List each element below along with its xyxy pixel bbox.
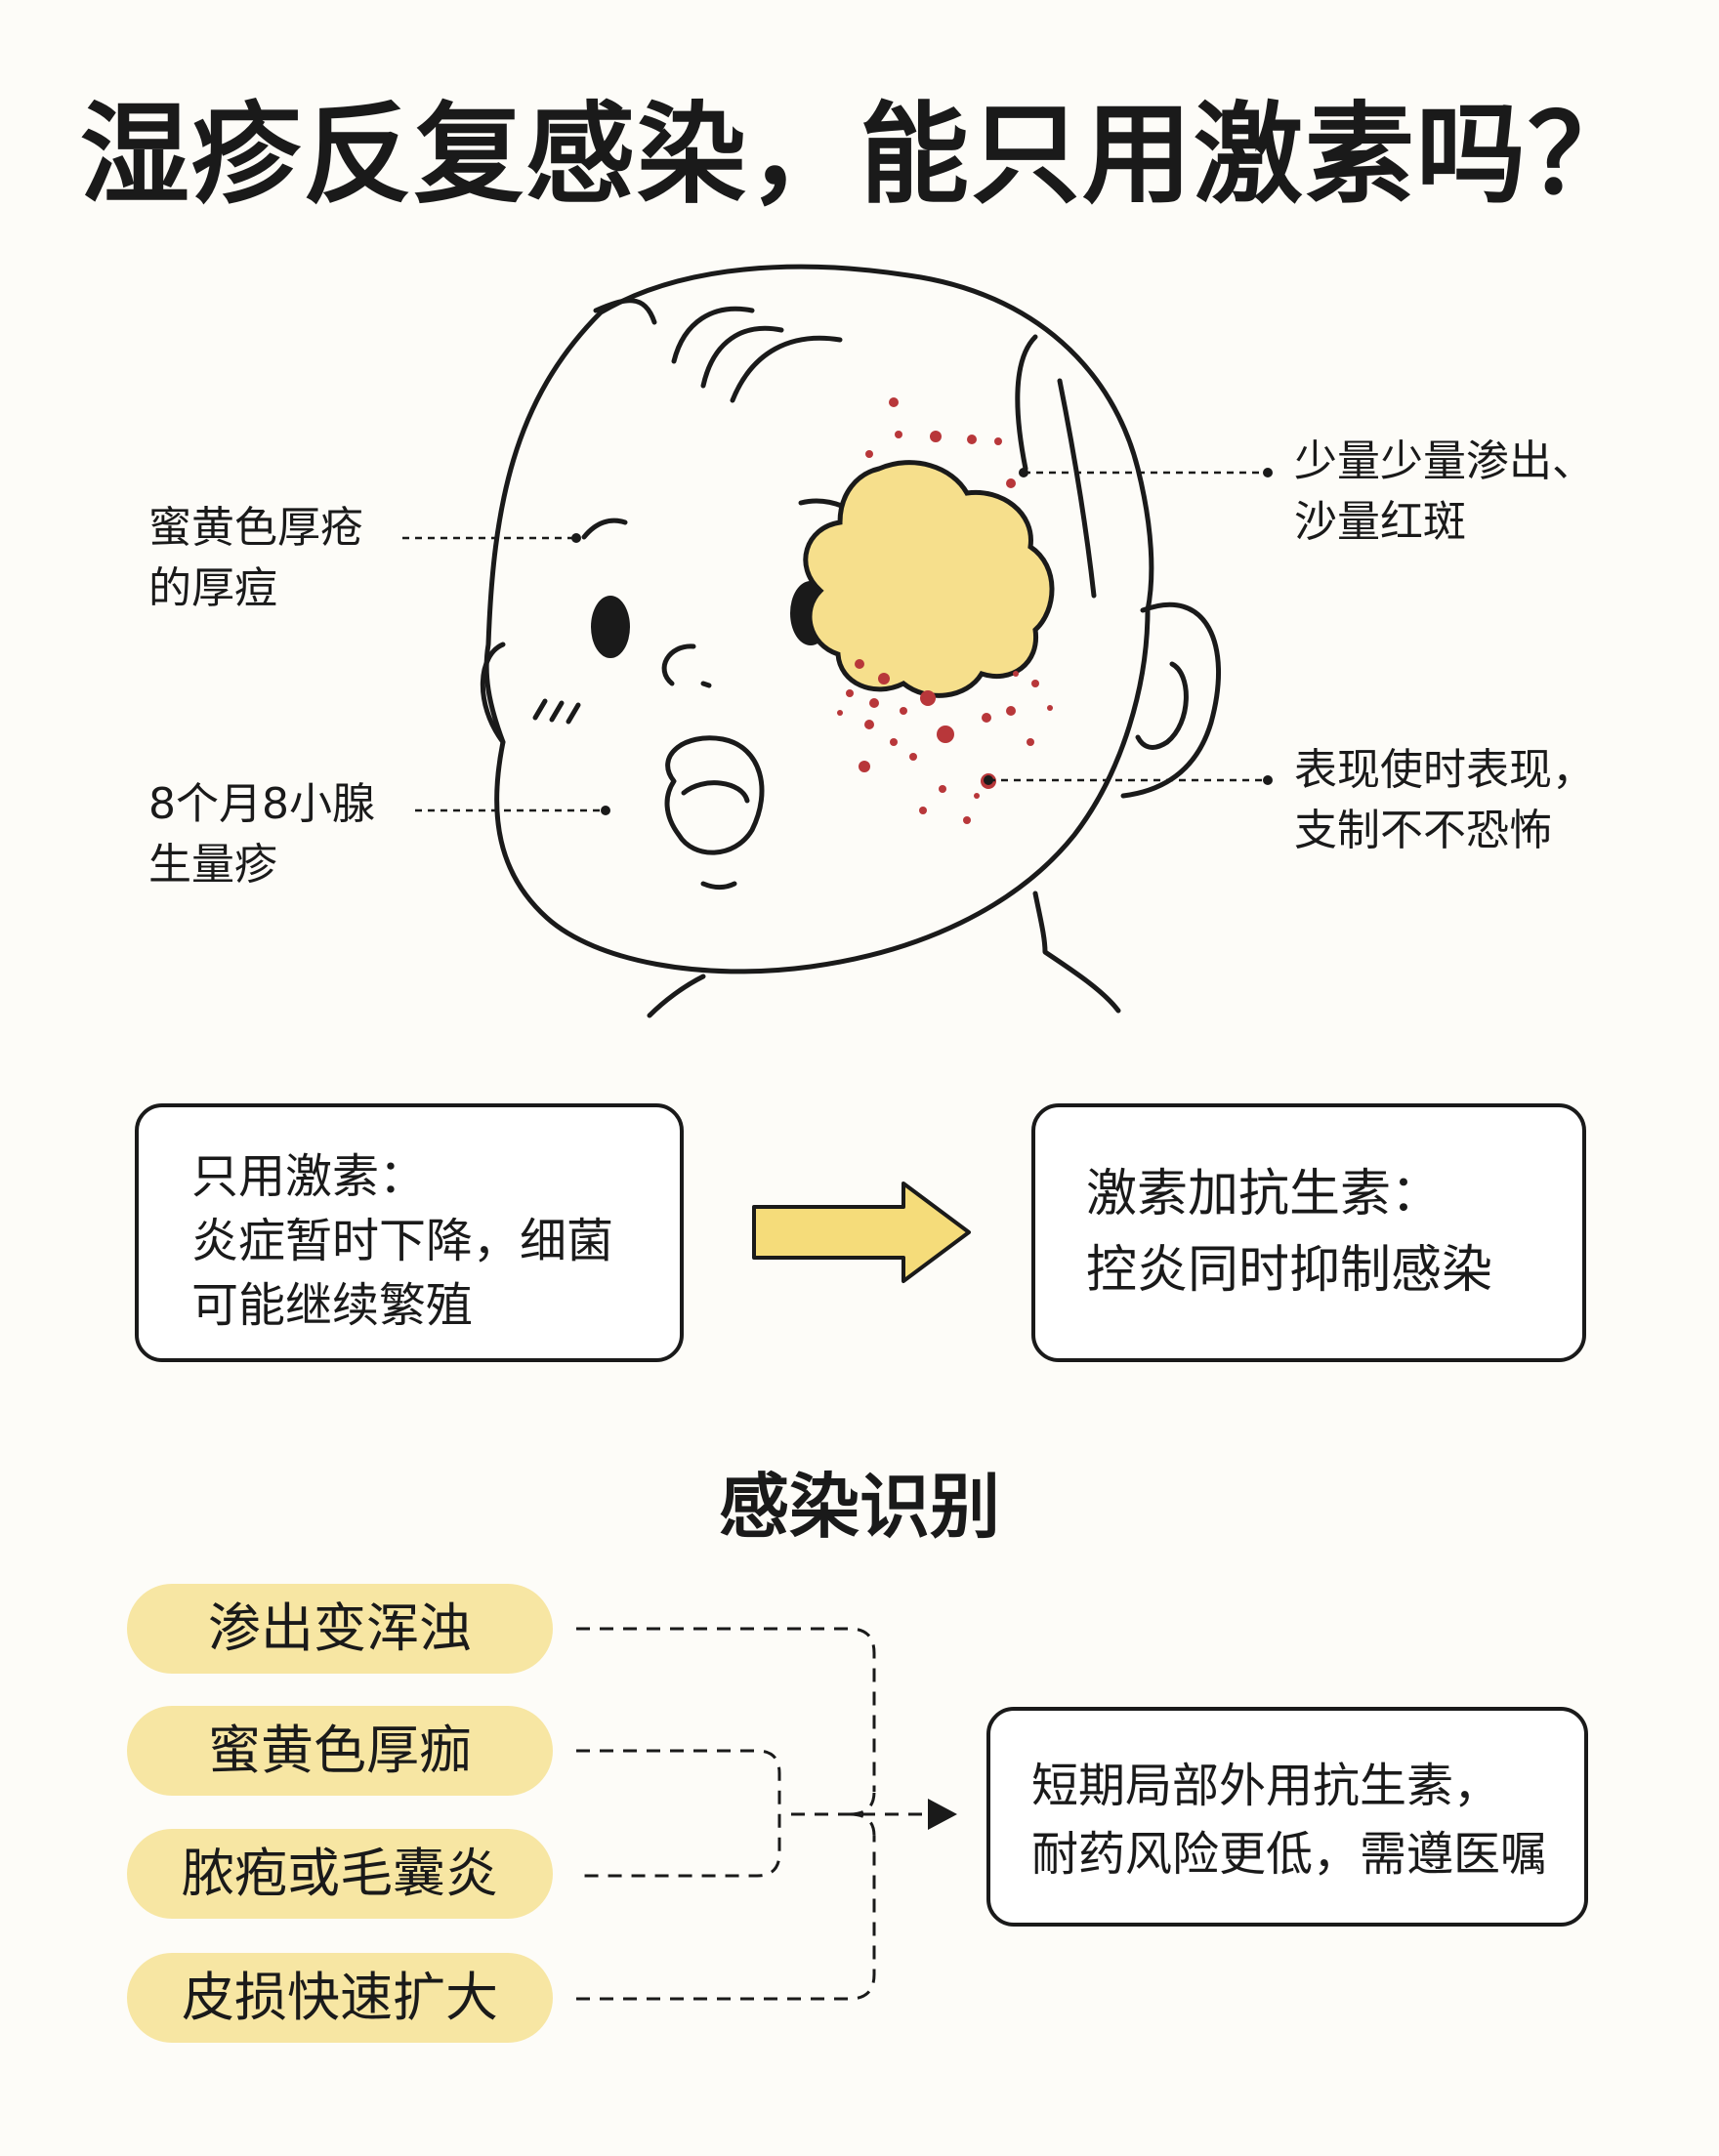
callout-right-top: 少量少量渗出、 沙量红斑 [1294,436,1595,547]
section-title: 感染识别 [718,1466,1000,1548]
neck-right [1032,891,1121,1014]
callout-leaders [402,471,1265,812]
blush-mark [549,700,565,723]
right-ear [1120,601,1221,799]
callout-left-top: 蜜黄色厚疮 的厚痘 [148,503,363,613]
steroid-plus-antibiotic-box: 激素加抗生素： 控炎同时抑制感染 [1031,1103,1586,1362]
arrow-right-icon [752,1182,971,1283]
blush-mark [566,702,581,725]
mouth-inner [681,780,750,804]
sign-pill: 渗出变浑浊 [127,1584,553,1674]
treatment-result-box: 短期局部外用抗生素， 耐药风险更低，需遵医嘱 [986,1707,1588,1927]
sign-pill: 蜜黄色厚痂 [127,1706,553,1796]
sign-connectors [576,1627,928,2001]
page-title: 湿疹反复感染，能只用激素吗？ [80,92,1639,219]
connector-arrowhead-icon [928,1799,957,1830]
left-ear [480,642,506,745]
left-eyebrow [581,518,628,540]
hair-wisp [730,335,843,403]
callout-left-bottom: 8个月8小腺 生量疹 [148,779,375,890]
steroid-only-box: 只用激素： 炎症暂时下降，细菌 可能继续繁殖 [135,1103,684,1362]
nose [661,643,696,686]
box-heading: 激素加抗生素： [1086,1165,1443,1223]
baby-face-illustration [480,264,1221,1018]
hair-wisp [1015,334,1038,472]
hair-wisp [1057,378,1097,599]
mouth-outline [664,735,765,855]
sign-pill: 皮损快速扩大 [127,1953,553,2043]
hair-wisp [671,306,755,364]
yellow-crust-patch [803,460,1055,698]
blush-mark [532,698,548,721]
box-heading: 只用激素： [191,1149,427,1204]
head-outline [483,264,1154,974]
sign-pill: 脓疱或毛囊炎 [127,1829,553,1919]
hair-wisp [593,298,657,325]
hair-wisp [700,325,784,389]
neck-left [647,974,706,1018]
callout-endpoints [571,468,1273,815]
right-ear-inner [1135,661,1189,750]
left-eye [591,596,630,658]
chin [700,881,737,891]
callout-right-bottom: 表现使时表现， 支制不不恐怖 [1294,745,1595,855]
nose-dot [700,681,712,688]
